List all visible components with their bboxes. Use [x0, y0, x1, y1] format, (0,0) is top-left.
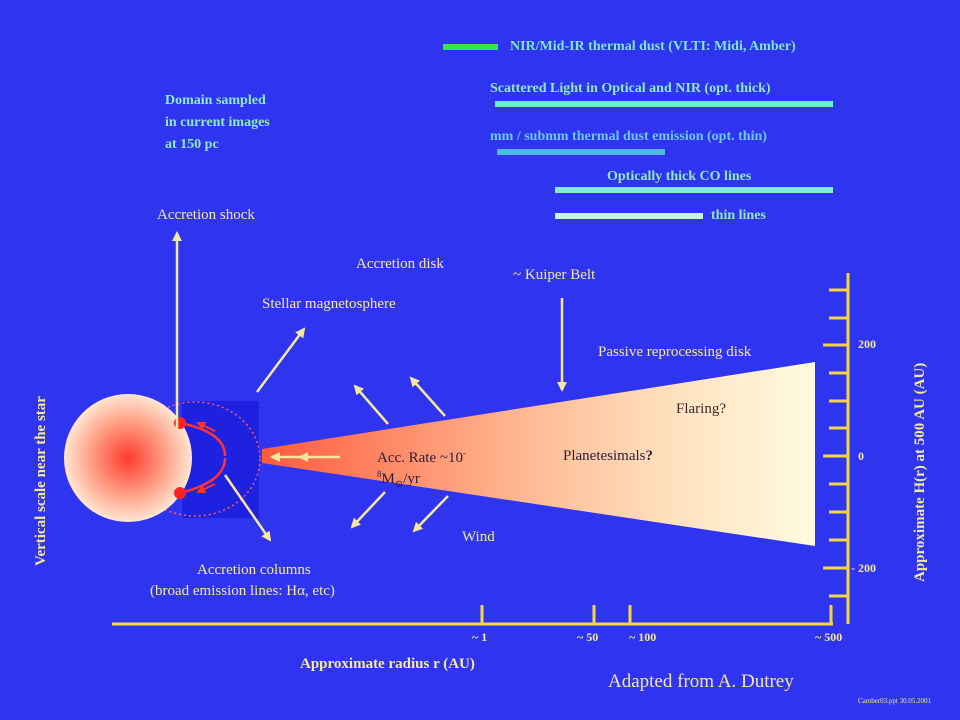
- acc-rate-exp: 8: [377, 469, 382, 479]
- domain-note-line1: Domain sampled: [165, 93, 266, 108]
- label-passive-disk: Passive reprocessing disk: [598, 344, 752, 360]
- legend-scattered: Scattered Light in Optical and NIR (opt.…: [490, 81, 771, 96]
- hot-spot-bottom: [174, 487, 186, 499]
- label-acc-rate-unit: 8M⊙/yr: [377, 470, 420, 490]
- planetesimals-question: ?: [645, 448, 654, 464]
- x-axis-title: Approximate radius r (AU): [300, 656, 475, 672]
- acc-rate-text: Acc. Rate ~10: [377, 450, 464, 466]
- bar-thin-lines: [555, 213, 703, 219]
- label-planetesimals: Planetesimals?: [563, 449, 653, 464]
- domain-note-line2: in current images: [165, 115, 270, 130]
- x-tick-label-1: ~ 1: [472, 630, 488, 644]
- accretion-column-bottom: [179, 457, 227, 495]
- acc-rate-exp-sign: -: [463, 448, 467, 458]
- legend-nir: NIR/Mid-IR thermal dust (VLTI: Midi, Amb…: [510, 39, 796, 54]
- bar-co-thick: [555, 187, 833, 193]
- arrow-magnetosphere: [255, 327, 306, 393]
- acc-rate-per-year: /yr: [403, 471, 420, 487]
- footer-filename: Camber03.ppt 30.05.2001: [858, 697, 932, 705]
- label-stellar-magnetosphere: Stellar magnetosphere: [262, 296, 396, 312]
- arrow-wind-down-left: [350, 491, 386, 529]
- label-flaring: Flaring?: [676, 401, 726, 417]
- x-tick-label-100: ~ 100: [629, 630, 657, 644]
- label-accretion-disk: Accretion disk: [356, 256, 444, 272]
- acc-rate-m: M: [381, 471, 395, 487]
- y-right-axis-title: Approximate H(r) at 500 AU (AU): [912, 362, 928, 582]
- credit: Adapted from A. Dutrey: [608, 671, 794, 692]
- y-tick-label-0: 0: [858, 449, 864, 463]
- arrow-accretion-columns: [223, 474, 272, 542]
- arrow-wind-up-left: [353, 384, 389, 425]
- planetesimals-text: Planetesimals: [563, 448, 646, 464]
- label-accretion-shock: Accretion shock: [157, 207, 255, 223]
- acc-rate-sun: ⊙: [394, 479, 404, 490]
- legend-thin-lines: thin lines: [711, 208, 766, 223]
- legend-co-thick: Optically thick CO lines: [607, 169, 752, 184]
- column-arrow-bottom: [196, 483, 216, 494]
- column-arrow-top: [196, 421, 216, 432]
- bar-scattered: [495, 101, 833, 107]
- label-accretion-columns-detail: (broad emission lines: Hα, etc): [150, 583, 335, 599]
- y-tick-label-200: 200: [858, 337, 876, 351]
- domain-note-line3: at 150 pc: [165, 137, 219, 152]
- accretion-disk: [262, 362, 815, 546]
- accretion-column-top: [179, 421, 227, 457]
- arrow-wind-down-right: [412, 495, 449, 533]
- label-kuiper-belt: ~ Kuiper Belt: [513, 267, 596, 283]
- label-accretion-columns: Accretion columns: [197, 562, 311, 578]
- y-tick-label-neg200: - 200: [851, 561, 876, 575]
- arrow-wind-up-right: [409, 376, 446, 417]
- legend-mm: mm / submm thermal dust emission (opt. t…: [490, 129, 767, 144]
- bar-mm: [497, 149, 665, 155]
- star: [64, 394, 192, 522]
- label-wind: Wind: [462, 529, 495, 545]
- magnetosphere-region: [182, 401, 259, 518]
- x-tick-label-50: ~ 50: [577, 630, 599, 644]
- label-acc-rate: Acc. Rate ~10-: [377, 449, 466, 466]
- x-tick-label-500: ~ 500: [815, 630, 843, 644]
- bar-nir: [443, 44, 498, 50]
- y-left-axis-title: Vertical scale near the star: [33, 396, 49, 566]
